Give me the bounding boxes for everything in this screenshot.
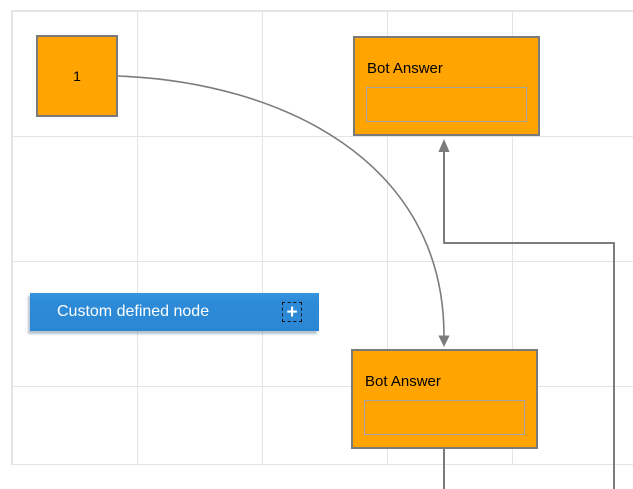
- add-plus-button[interactable]: +: [282, 302, 302, 322]
- node-bot-answer-bottom[interactable]: Bot Answer: [351, 349, 538, 449]
- custom-node-label: Custom defined node: [57, 303, 210, 320]
- node-custom-defined[interactable]: Custom defined node +: [30, 293, 319, 331]
- plus-icon: +: [286, 301, 298, 323]
- node-bot-answer-top[interactable]: Bot Answer: [353, 36, 540, 136]
- bot-answer-input[interactable]: [364, 400, 525, 435]
- bot-answer-input[interactable]: [366, 87, 527, 122]
- bot-answer-title: Bot Answer: [365, 373, 441, 390]
- bot-answer-title: Bot Answer: [367, 60, 443, 77]
- node-start[interactable]: 1: [36, 35, 118, 117]
- node-start-label: 1: [73, 68, 81, 84]
